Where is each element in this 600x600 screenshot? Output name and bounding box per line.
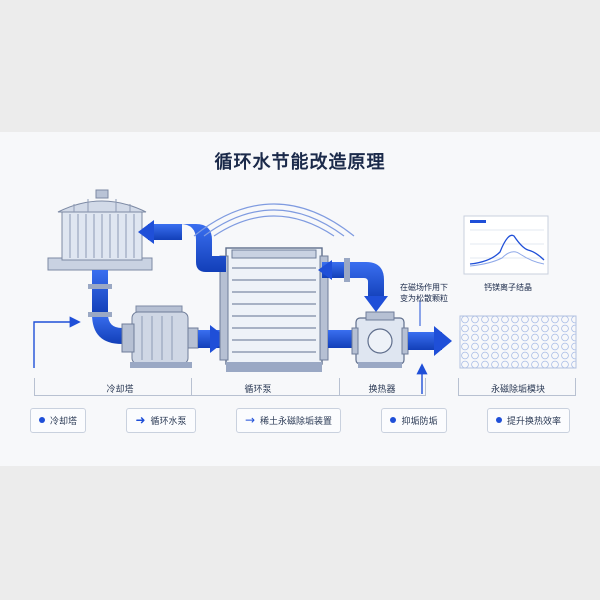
legend: 冷却塔 ➜ 循环水泵 → 稀土永磁除垢装置 抑垢防垢 提升换热效率 — [30, 406, 570, 434]
exchanger-to-descaler-pipe — [328, 330, 356, 348]
legend-item-efficiency: 提升换热效率 — [486, 407, 570, 433]
legend-item-descaler: → 稀土永磁除垢装置 — [235, 407, 342, 433]
exchanger-outlet-pipe — [318, 258, 388, 312]
stage-bar-cooling-tower — [34, 378, 192, 396]
arrow-right-icon: → — [244, 413, 256, 427]
magnetic-field-note: 在磁场作用下 变为松散颗粒 — [400, 283, 448, 303]
plate-heat-exchanger — [219, 247, 329, 372]
crystal-chart-caption: 钙镁离子结晶 — [484, 283, 532, 292]
tower-outlet-pipe — [88, 270, 122, 344]
legend-item-antiscale: 抑垢防垢 — [381, 407, 447, 433]
legend-item-cooling-tower: 冷却塔 — [30, 407, 87, 433]
cooling-tower — [47, 189, 153, 271]
stage-label-cooling-tower: 冷却塔 — [106, 385, 134, 395]
circulation-pump — [121, 305, 199, 368]
legend-label: 循环水泵 — [150, 416, 187, 427]
stage-bar-pump — [192, 378, 340, 396]
legend-item-pump: ➜ 循环水泵 — [126, 407, 196, 433]
dot-icon — [495, 417, 502, 423]
dot-icon — [39, 417, 45, 423]
diagram-title: 循环水节能改造原理 — [214, 152, 386, 173]
return-pipe — [138, 220, 226, 272]
makeup-water-line — [33, 316, 81, 368]
descaling-module — [459, 315, 577, 369]
stage-label-module: 永磁除垢模块 — [490, 385, 545, 395]
pump-outlet-pipe — [198, 325, 228, 353]
descaler-unit — [351, 311, 409, 368]
stage-label-pump: 循环泵 — [244, 385, 272, 395]
descaler-outlet-pipe — [408, 326, 452, 356]
legend-label: 冷却塔 — [50, 416, 78, 427]
legend-label: 抑垢防垢 — [401, 416, 438, 427]
stage-bar-module — [458, 378, 576, 396]
stage-bar-exchanger — [340, 378, 426, 396]
crystal-chart-inset — [463, 215, 549, 275]
legend-label: 提升换热效率 — [506, 416, 561, 427]
stage-label-exchanger: 换热器 — [368, 385, 396, 395]
magnetic-field-waves — [193, 203, 355, 237]
arrow-right-icon: ➜ — [135, 413, 146, 427]
legend-label: 稀土永磁除垢装置 — [260, 416, 333, 427]
dot-icon — [390, 417, 397, 423]
